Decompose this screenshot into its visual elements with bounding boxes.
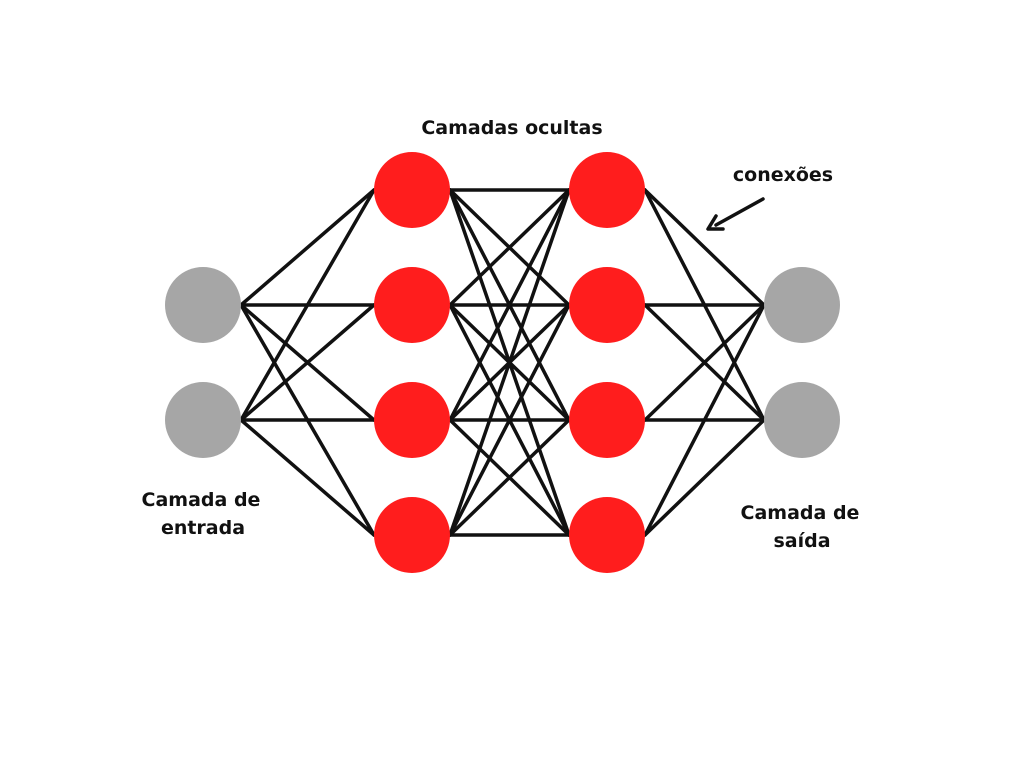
hidden-node-layer2-3 <box>374 382 450 458</box>
connection-l2-n4-to-l3-n2 <box>448 303 571 537</box>
connection-l1-n2-to-l2-n4 <box>239 418 376 537</box>
hidden-node-layer3-4 <box>569 497 645 573</box>
hidden-node-layer2-4 <box>374 497 450 573</box>
hidden-node-layer3-3 <box>569 382 645 458</box>
connections-group <box>239 188 766 537</box>
hidden-layers-label: Camadas ocultas <box>421 117 602 139</box>
hidden-node-layer2-2 <box>374 267 450 343</box>
connection-l1-n2-to-l2-n1 <box>239 188 376 422</box>
hidden-node-layer3-1 <box>569 152 645 228</box>
output-layer-label-line1: Camada de <box>741 502 860 524</box>
output-node-layer4-2 <box>764 382 840 458</box>
connection-l2-n4-to-l3-n3 <box>448 418 571 537</box>
connections-arrow <box>706 197 765 231</box>
connections-label: conexões <box>733 164 833 186</box>
connection-l2-n4-to-l3-n1 <box>448 188 571 537</box>
connection-l1-n1-to-l2-n1 <box>239 188 376 307</box>
output-node-layer4-1 <box>764 267 840 343</box>
input-layer-label-line1: Camada de <box>142 489 261 511</box>
connection-l3-n3-to-l4-n1 <box>643 303 766 422</box>
hidden-node-layer2-1 <box>374 152 450 228</box>
hidden-node-layer3-2 <box>569 267 645 343</box>
connection-l1-n2-to-l2-n2 <box>239 303 376 422</box>
input-layer-label-line2: entrada <box>161 517 245 539</box>
input-node-layer1-1 <box>165 267 241 343</box>
connection-l3-n4-to-l4-n1 <box>643 303 766 537</box>
nodes-group <box>165 152 840 573</box>
input-node-layer1-2 <box>165 382 241 458</box>
connection-l3-n4-to-l4-n2 <box>643 418 766 537</box>
connection-l3-n1-to-l4-n1 <box>643 188 766 307</box>
connection-l2-n3-to-l3-n1 <box>448 188 571 422</box>
connection-l2-n2-to-l3-n1 <box>448 188 571 307</box>
output-layer-label-line2: saída <box>773 530 830 552</box>
